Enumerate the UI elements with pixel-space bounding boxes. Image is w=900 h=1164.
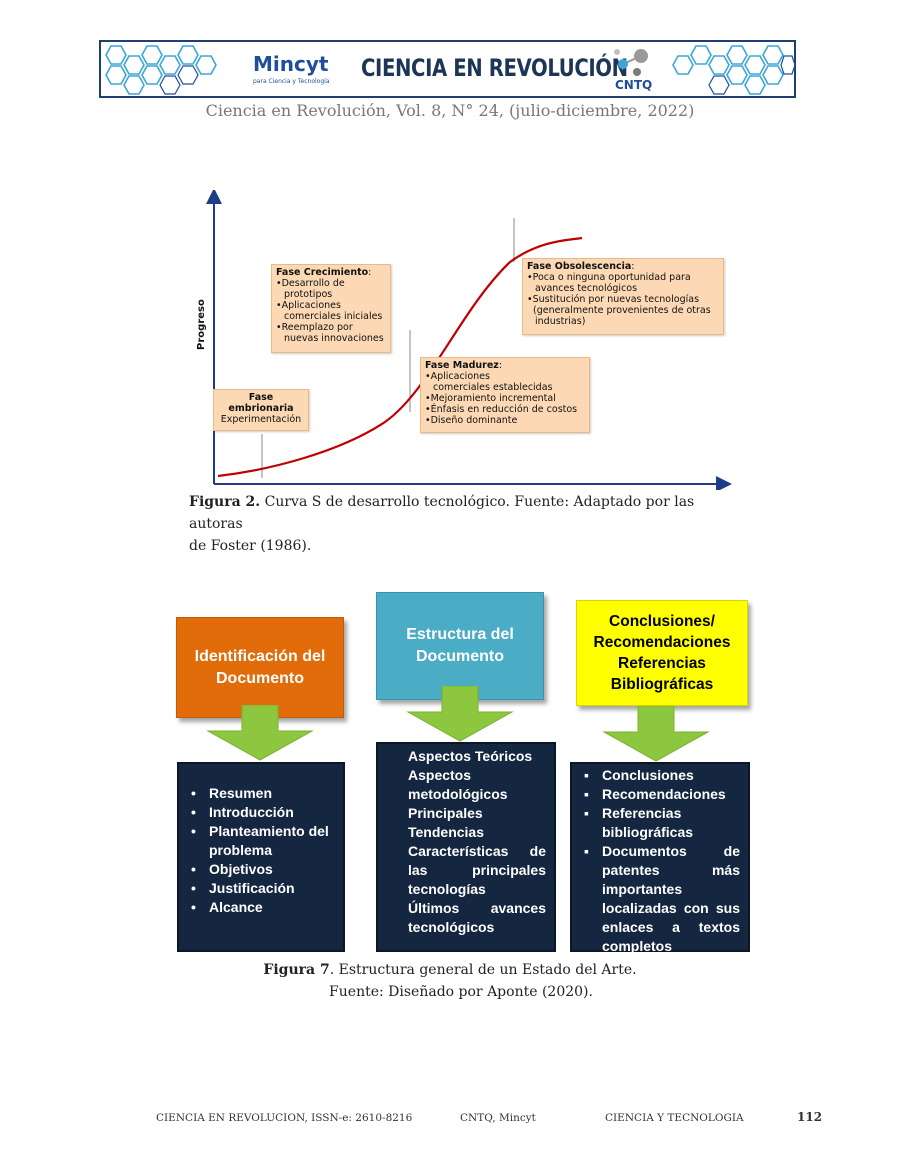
journal-title: CIENCIA EN REVOLUCIÓN xyxy=(361,54,628,82)
phase-crecimiento-line-4: comerciales iniciales xyxy=(284,311,383,322)
figure-7-caption-line-2: Fuente: Diseñado por Aponte (2020). xyxy=(329,984,593,1000)
footer-journal-issn: CIENCIA EN REVOLUCION, ISSN-e: 2610-8216 xyxy=(156,1112,413,1124)
mincyt-logo-subtitle: para Ciencia y Tecnología xyxy=(253,78,330,85)
phase-obsolescencia-line-1: •Poca o ninguna oportunidad para xyxy=(527,272,691,283)
figure-2-caption-line-1: Curva S de desarrollo tecnológico. Fuent… xyxy=(189,494,695,532)
list-item: Introducción xyxy=(187,803,335,822)
list-item: Objetivos xyxy=(187,860,335,879)
list-item: Últimos avances tecnológicos xyxy=(408,900,546,935)
hexagon-pattern-left xyxy=(105,45,217,95)
phase-crecimiento-line-3: •Aplicaciones xyxy=(276,300,341,311)
phase-madurez-suffix: : xyxy=(498,360,503,371)
phase-crecimiento-suffix: : xyxy=(368,267,372,278)
list-identificacion: Resumen Introducción Planteamiento del p… xyxy=(177,762,345,952)
figure-2-label: Figura 2. xyxy=(189,494,261,510)
phase-box-crecimiento: Fase Crecimiento: •Desarrollo de prototi… xyxy=(271,264,391,353)
phase-crecimiento-title: Fase Crecimiento xyxy=(276,267,369,278)
phase-madurez-line-3: •Mejoramiento incremental xyxy=(425,393,556,404)
list-item: Alcance xyxy=(187,898,335,917)
phase-crecimiento-line-2: prototipos xyxy=(284,289,333,300)
footer-section: CIENCIA Y TECNOLOGIA xyxy=(605,1112,744,1124)
cntq-logo: CNTQ xyxy=(615,78,653,92)
figure-7-label: Figura 7 xyxy=(263,962,330,978)
journal-citation-line: Ciencia en Revolución, Vol. 8, N° 24, (j… xyxy=(205,101,695,120)
mincyt-logo: Mincyt xyxy=(253,52,329,76)
phase-box-obsolescencia: Fase Obsolescencia: •Poca o ninguna opor… xyxy=(522,258,724,335)
box-estructura-title: Estructura del Documento xyxy=(406,626,514,665)
s-curve-diagram: Progreso xyxy=(196,190,732,490)
phase-obsolescencia-suffix: : xyxy=(631,261,635,272)
phase-obsolescencia-line-4: (generalmente provenientes de otras xyxy=(533,305,711,316)
figure-2-caption: Figura 2. Curva S de desarrollo tecnológ… xyxy=(189,491,749,557)
y-axis-label: Progreso xyxy=(196,299,207,350)
phase-madurez-line-2: comerciales establecidas xyxy=(433,382,553,393)
hexagon-pattern-right xyxy=(672,45,796,95)
figure-7-caption-line-1: . Estructura general de un Estado del Ar… xyxy=(329,962,637,978)
figure-7-caption: Figura 7. Estructura general de un Estad… xyxy=(0,959,900,1003)
list-item: Principales Tendencias xyxy=(408,805,484,840)
page-number: 112 xyxy=(797,1110,823,1124)
phase-crecimiento-line-5: •Reemplazo por xyxy=(276,322,353,333)
phase-embrionaria-line: Experimentación xyxy=(220,414,302,425)
phase-obsolescencia-title: Fase Obsolescencia xyxy=(527,261,632,272)
phase-box-embrionaria: Fase embrionaria Experimentación xyxy=(213,389,309,431)
box-identificacion-title: Identificación del Documento xyxy=(194,647,326,687)
phase-box-madurez: Fase Madurez: •Aplicaciones comerciales … xyxy=(420,357,590,433)
list-conclusiones: Conclusiones Recomendaciones Referencias… xyxy=(570,762,750,954)
phase-obsolescencia-line-5: industrias) xyxy=(535,316,586,327)
footer-institution: CNTQ, Mincyt xyxy=(460,1112,536,1124)
list-item: Documentos de patentes más importantes l… xyxy=(580,842,740,956)
list-item: Referencias bibliográficas xyxy=(580,804,740,842)
phase-crecimiento-line-6: nuevas innovaciones xyxy=(284,333,384,344)
list-item: Recomendaciones xyxy=(580,785,740,804)
phase-madurez-line-4: •Énfasis en reducción de costos xyxy=(425,404,578,415)
journal-banner: Mincyt para Ciencia y Tecnología CIENCIA… xyxy=(99,40,796,98)
list-item: Planteamiento del problema xyxy=(187,822,335,860)
figure-2-caption-line-2: de Foster (1986). xyxy=(189,538,312,554)
list-item: Justificación xyxy=(187,879,335,898)
list-item: Aspectos Teóricos xyxy=(408,748,533,764)
list-item: Conclusiones xyxy=(580,766,740,785)
box-identificacion-documento: Identificación del Documento xyxy=(176,617,344,718)
box-conclusiones-recomendaciones: Conclusiones/ Recomendaciones Referencia… xyxy=(576,600,748,706)
phase-madurez-title: Fase Madurez xyxy=(425,360,499,371)
phase-madurez-line-5: •Diseño dominante xyxy=(425,415,518,426)
down-arrow-icon-3 xyxy=(602,706,710,762)
phase-madurez-line-1: •Aplicaciones xyxy=(425,371,490,382)
phase-embrionaria-title-2: embrionaria xyxy=(228,403,294,414)
phase-obsolescencia-line-3: •Sustitución por nuevas tecnologías xyxy=(527,294,700,305)
phase-crecimiento-line-1: •Desarrollo de xyxy=(276,278,345,289)
list-item: Aspectos metodológicos xyxy=(408,767,508,802)
box-estructura-documento: Estructura del Documento xyxy=(376,592,544,700)
list-estructura: Aspectos Teóricos Aspectos metodológicos… xyxy=(376,742,556,952)
phase-embrionaria-title-1: Fase xyxy=(248,392,274,403)
list-item: Características de las principales tecno… xyxy=(408,843,546,897)
list-item: Resumen xyxy=(187,784,335,803)
phase-obsolescencia-line-2: avances tecnológicos xyxy=(535,283,638,294)
down-arrow-icon-2 xyxy=(406,686,514,742)
box-conclusiones-title: Conclusiones/ Recomendaciones Referencia… xyxy=(593,613,731,693)
cntq-molecule-icon xyxy=(614,49,648,76)
down-arrow-icon-1 xyxy=(206,705,314,761)
